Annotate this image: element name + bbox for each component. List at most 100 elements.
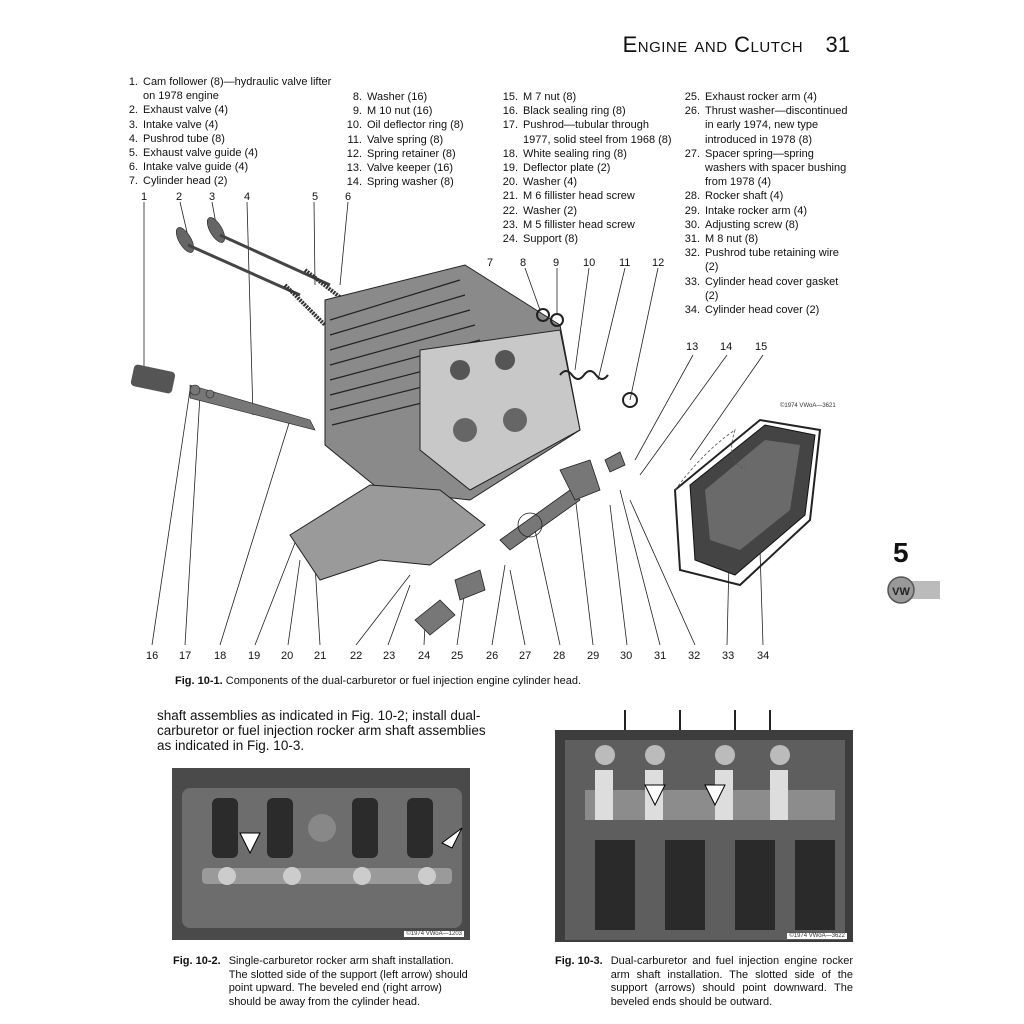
parts-item-text: Black sealing ring (8)	[523, 105, 626, 118]
parts-item-number: 1.	[128, 76, 138, 88]
parts-list-item: 12.Spring retainer (8)	[342, 147, 502, 161]
callout-11: 11	[619, 257, 631, 269]
callout-8: 8	[520, 257, 527, 269]
parts-item-number: 20.	[502, 176, 518, 189]
cylinder-head-illustration	[130, 201, 822, 646]
callout-6: 6	[345, 191, 352, 203]
fig2-label: Fig. 10-2.	[173, 955, 221, 967]
cylinder-head-body	[324, 264, 581, 501]
parts-list-item: 14.Spring washer (8)	[342, 175, 502, 189]
parts-list-item: 7.Cylinder head (2)	[118, 174, 348, 188]
callout-4: 4	[244, 191, 251, 203]
parts-item-text: Rocker shaft (4)	[705, 190, 784, 203]
parts-item-text: Intake valve guide (4)	[143, 161, 249, 174]
parts-list-item: 19.Deflector plate (2)	[498, 161, 688, 175]
parts-item-text: Intake valve (4)	[143, 118, 219, 131]
parts-item-number: 11.	[347, 133, 362, 146]
callout-13: 13	[686, 341, 699, 353]
parts-list-item: 25. Exhaust rocker arm (4)	[680, 90, 870, 104]
parts-item-text: Pushrod tube retaining wire (2)	[705, 247, 839, 274]
parts-list-item: 33. Cylinder head cover gasket (2)	[680, 275, 870, 303]
page-header: Engine and Clutch 31	[623, 32, 850, 58]
callout-24: 24	[418, 650, 431, 662]
callout-33: 33	[722, 650, 735, 662]
page-number: 31	[825, 32, 850, 57]
parts-item-text: White sealing ring (8)	[523, 147, 627, 160]
fig1-caption: Fig. 10-1. Components of the dual-carbur…	[175, 675, 581, 687]
parts-list-item: 32. Pushrod tube retaining wire (2)	[680, 246, 870, 274]
callout-21: 21	[314, 650, 327, 662]
parts-item-number: 8.	[352, 91, 362, 103]
fig2-caption-text: Single-carburetor rocker arm shaft insta…	[228, 955, 468, 1008]
parts-list-item: 1.Cam follower (8)—hydraulic valve lifte…	[118, 75, 348, 103]
callout-3: 3	[209, 191, 216, 203]
parts-item-text: Adjusting screw (8)	[705, 218, 799, 231]
fig1-label: Fig. 10-1.	[175, 675, 223, 687]
deflector-plate-shape	[289, 484, 486, 581]
callout-29: 29	[587, 650, 600, 662]
parts-item-text: Exhaust valve (4)	[143, 104, 228, 117]
parts-item-number: 34.	[684, 304, 700, 317]
parts-item-number: 7.	[128, 175, 138, 188]
body-paragraph: shaft assemblies as indicated in Fig. 10…	[157, 708, 486, 753]
fig1-caption-text: Components of the dual-carburetor or fue…	[225, 675, 582, 687]
parts-item-text: Support (8)	[523, 233, 579, 246]
parts-list-item: 34. Cylinder head cover (2)	[680, 303, 870, 317]
parts-list-item: 18. White sealing ring (8)	[498, 147, 688, 161]
parts-list-item: 26.Thrust washer—discontinued in early 1…	[680, 104, 870, 147]
parts-list-item: 4.Pushrod tube (8)	[118, 132, 348, 146]
callout-25: 25	[451, 650, 464, 662]
callout-17: 17	[179, 650, 192, 662]
chapter-title: Engine and Clutch	[622, 32, 804, 57]
parts-item-text: Cylinder head cover gasket (2)	[705, 275, 839, 302]
parts-item-text: Pushrod—tubular through 1977, solid stee…	[523, 119, 672, 146]
parts-list-column-1: 1.Cam follower (8)—hydraulic valve lifte…	[118, 75, 348, 189]
parts-item-number: 13.	[346, 162, 362, 175]
vw-logo-icon: VW	[884, 575, 944, 605]
parts-item-text: Spacer spring—spring washers with spacer…	[705, 147, 847, 189]
parts-item-number: 12.	[346, 147, 362, 160]
callout-12: 12	[652, 257, 665, 269]
parts-list-item: 20.Washer (4)	[498, 175, 688, 189]
parts-item-number: 21.	[502, 190, 518, 203]
parts-list-item: 21. M 6 fillister head screw	[498, 189, 688, 203]
parts-item-number: 31.	[684, 233, 700, 246]
parts-item-text: Cylinder head cover (2)	[705, 304, 820, 317]
parts-list-item: 15.M 7 nut (8)	[498, 90, 688, 104]
parts-item-number: 18.	[502, 147, 518, 160]
fig2-photo: ©1974 VWoA—1203	[172, 768, 470, 940]
parts-item-text: M 6 fillister head screw	[523, 190, 635, 203]
parts-list-item: 3.Intake valve (4)	[118, 118, 348, 132]
section-tab-number: 5	[893, 537, 909, 568]
fig3-caption-text: Dual-carburetor and fuel injection engin…	[610, 955, 853, 1008]
parts-item-number: 19.	[502, 162, 518, 175]
parts-item-text: Spring washer (8)	[367, 176, 454, 189]
fig2-caption: Fig. 10-2. Single-carburetor rocker arm …	[173, 955, 473, 1009]
parts-list-item: 27.Spacer spring—spring washers with spa…	[680, 147, 870, 190]
callout-5: 5	[312, 191, 319, 203]
parts-item-text: M 7 nut (8)	[523, 91, 577, 103]
callout-7: 7	[487, 257, 494, 269]
callout-22: 22	[350, 650, 363, 662]
parts-list-item: 5.Exhaust valve guide (4)	[118, 146, 348, 160]
cylinder-head-cover-shape	[673, 418, 822, 587]
callout-28: 28	[553, 650, 566, 662]
parts-item-number: 2.	[128, 104, 138, 117]
parts-list-column-2: 8.Washer (16)9.M 10 nut (16)10.Oil defle…	[342, 90, 502, 189]
parts-list-item: 24.Support (8)	[498, 232, 688, 246]
fig1-copyright: ©1974 VWoA—3621	[780, 403, 836, 409]
callout-9: 9	[553, 257, 560, 269]
parts-list-column-4: 25. Exhaust rocker arm (4)26.Thrust washe…	[680, 90, 870, 317]
parts-item-number: 33.	[684, 275, 700, 288]
parts-item-text: Exhaust rocker arm (4)	[705, 91, 817, 103]
callout-32: 32	[688, 650, 701, 662]
callout-14: 14	[720, 341, 733, 353]
parts-item-number: 26.	[684, 105, 700, 118]
parts-item-number: 25.	[684, 91, 700, 103]
parts-item-text: Washer (2)	[523, 204, 577, 217]
callout-30: 30	[620, 650, 633, 662]
parts-item-number: 4.	[128, 132, 138, 145]
parts-item-number: 32.	[684, 247, 700, 260]
parts-list-item: 23.M 5 fillister head screw	[498, 218, 688, 232]
parts-item-number: 29.	[684, 204, 700, 217]
